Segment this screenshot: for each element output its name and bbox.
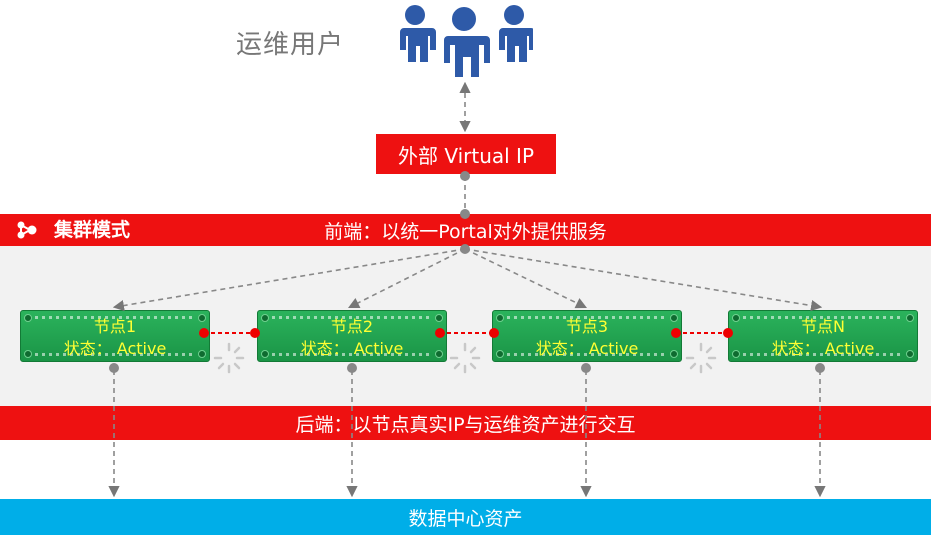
frontend-bar (0, 214, 931, 246)
node-card: 节点1 状态： Active (20, 310, 210, 362)
cluster-mode-label: 集群模式 (54, 219, 131, 241)
node-card: 节点N 状态： Active (728, 310, 918, 362)
backend-bar: 后端：以节点真实IP与运维资产进行交互 (0, 406, 931, 440)
datacenter-bar: 数据中心资产 (0, 499, 931, 535)
node-title: 节点1 (93, 317, 137, 336)
node-title: 节点2 (330, 317, 374, 336)
node-card: 节点3 状态： Active (492, 310, 682, 362)
cluster-icon (17, 221, 37, 239)
node-status: 状态： Active (771, 339, 875, 358)
node-status: 状态： Active (535, 339, 639, 358)
virtual-ip-box: 外部 Virtual IP (376, 134, 556, 174)
node-card: 节点2 状态： Active (257, 310, 447, 362)
ops-users-label: 运维用户 (236, 30, 345, 60)
node-title: 节点N (801, 317, 845, 336)
node-title: 节点3 (565, 317, 609, 336)
spinner-icon (213, 342, 717, 374)
users-icon (398, 5, 533, 78)
frontend-label: 前端：以统一Portal对外提供服务 (324, 220, 607, 243)
node-status: 状态： Active (63, 339, 167, 358)
node-status: 状态： Active (300, 339, 404, 358)
